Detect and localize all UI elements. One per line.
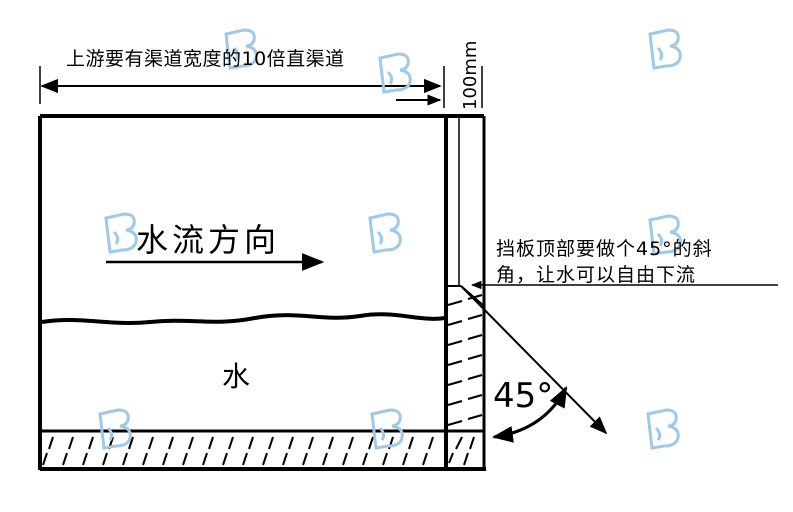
bevel-note-line1: 挡板顶部要做个45°的斜 [496, 238, 713, 260]
water-surface [41, 312, 446, 325]
b-logo-watermark-icon [104, 212, 138, 254]
flow-direction-label: 水流方向 [136, 221, 281, 259]
b-logo-watermark-icon [648, 214, 682, 256]
b-logo-watermark-icon [98, 408, 132, 450]
b-logo-watermark-icon [648, 28, 682, 70]
slope-direction-arrow [460, 285, 608, 435]
upstream-channel-label: 上游要有渠道宽度的10倍直渠道 [66, 48, 345, 70]
weir-width-label: 100mm [460, 40, 481, 110]
b-logo-watermark-icon [368, 212, 402, 254]
b-logo-watermark-icon [378, 52, 412, 94]
channel-box [38, 114, 486, 471]
b-logo-watermark-icon [224, 28, 258, 70]
weir-plate-hatch [447, 293, 483, 427]
water-label: 水 [222, 360, 251, 393]
weir-width-dimension [396, 66, 483, 108]
b-logo-watermark-icon [646, 408, 680, 450]
angle-arc-icon [491, 386, 568, 443]
b-logo-watermark-icon [370, 408, 404, 450]
angle-label: 45° [493, 376, 554, 416]
upstream-dimension-arrow [39, 66, 442, 104]
bevel-note-line2: 角，让水可以自由下流 [496, 264, 697, 286]
